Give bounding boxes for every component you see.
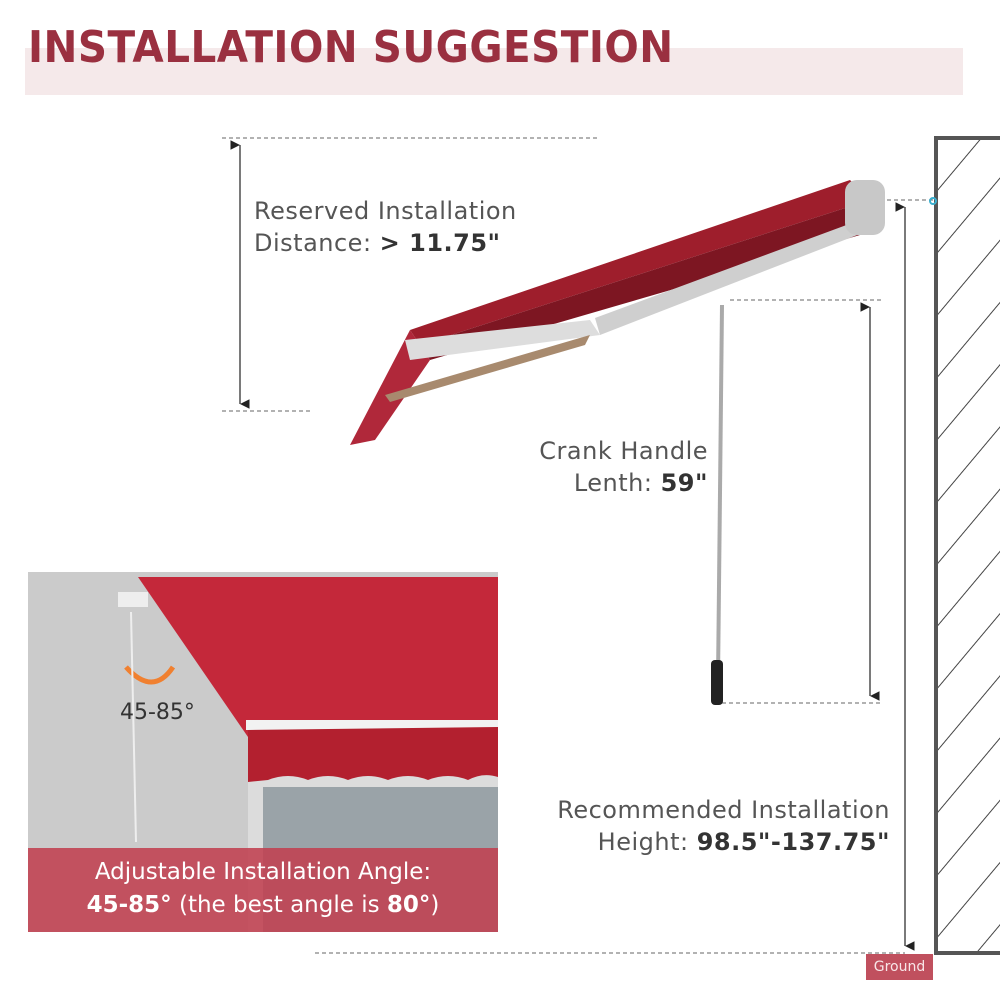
height-line1: Recommended Installation xyxy=(557,796,890,824)
caption-best-angle: 80° xyxy=(386,892,431,918)
installation-height-label: Recommended Installation Height: 98.5"-1… xyxy=(557,794,890,858)
angle-label: 45-85° xyxy=(120,700,195,725)
caption-line1: Adjustable Installation Angle: xyxy=(94,859,432,885)
caption-end: ) xyxy=(430,892,440,918)
height-value: 98.5"-137.75" xyxy=(696,828,890,856)
crank-line1: Crank Handle xyxy=(539,437,708,465)
angle-caption: Adjustable Installation Angle: 45-85° (t… xyxy=(28,848,498,932)
wall xyxy=(934,136,1000,955)
awning-illustration xyxy=(350,180,885,705)
height-prefix: Height: xyxy=(597,828,697,856)
caption-range: 45-85° xyxy=(86,892,172,918)
ground-label: Ground xyxy=(866,954,933,980)
reserved-distance-label: Reserved Installation Distance: > 11.75" xyxy=(254,195,517,259)
reserved-value: > 11.75" xyxy=(379,229,501,257)
crank-handle-label: Crank Handle Lenth: 59" xyxy=(539,435,708,499)
reserved-line1: Reserved Installation xyxy=(254,197,517,225)
crank-prefix: Lenth: xyxy=(573,469,661,497)
title-band xyxy=(25,48,963,95)
reserved-prefix: Distance: xyxy=(254,229,380,257)
crank-value: 59" xyxy=(660,469,708,497)
guide-lines xyxy=(222,137,934,954)
page-title: INSTALLATION SUGGESTION xyxy=(28,22,674,73)
dimension-arrows xyxy=(230,140,915,951)
caption-middle: (the best angle is xyxy=(171,892,387,918)
